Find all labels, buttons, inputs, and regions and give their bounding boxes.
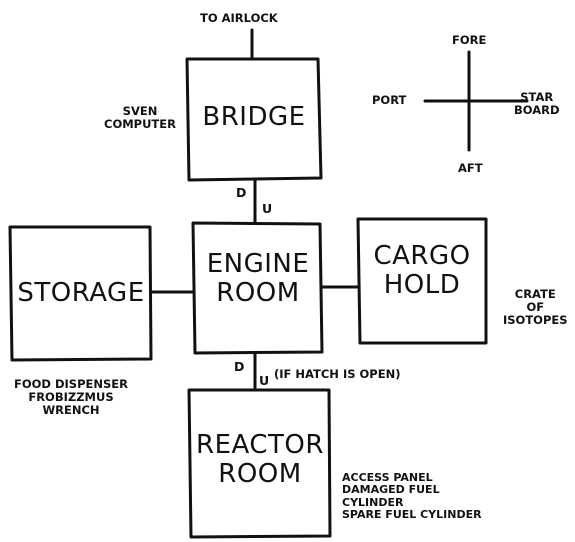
bridge-engine-down-label: D [236,185,247,200]
compass-aft-label: AFT [458,161,483,175]
storage-items-label: FOOD DISPENSER FROBIZZMUS WRENCH [14,377,128,417]
bridge-label: BRIDGE [202,102,306,132]
cargo-hold-box [356,217,488,345]
engine-room-box [191,221,324,355]
engine-reactor-down-label: D [234,359,245,374]
storage-label: STORAGE [17,278,145,308]
reactor-room-box [187,388,332,539]
bridge-engine-up-label: U [262,201,273,216]
cargo-hold-items-label: CRATE OF ISOTOPES [503,287,568,327]
to-airlock-label: TO AIRLOCK [200,11,278,25]
compass-port-label: PORT [372,93,407,107]
compass-starboard-label: STAR BOARD [514,90,560,117]
storage-room-box [8,225,153,362]
bridge-items-label: SVEN COMPUTER [104,104,176,131]
cargo-hold-label: CARGO HOLD [373,241,471,301]
hatch-note-label: (IF HATCH IS OPEN) [274,367,401,381]
compass-fore-label: FORE [452,33,487,47]
engine-reactor-up-label: U [259,373,270,388]
reactor-room-items-label: ACCESS PANEL DAMAGED FUEL CYLINDER SPARE… [342,471,482,521]
engine-room-label: ENGINE ROOM [206,249,310,309]
bridge-room-box [185,57,323,182]
reactor-room-label: REACTOR ROOM [196,430,324,490]
